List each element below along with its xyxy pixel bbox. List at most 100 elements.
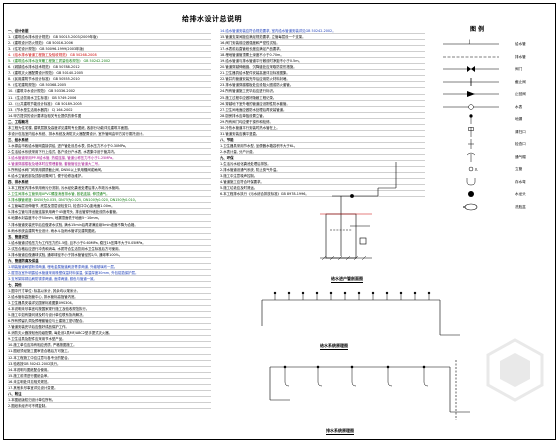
note-text: 9.《住宅建筑规范》 GB 50368-2005 xyxy=(8,83,67,88)
note-text: 3.《住宅设计规范》 GB 50096-1999(2003年版) xyxy=(8,47,85,52)
supply-system-caption: 给水系统原理图 xyxy=(320,343,348,350)
section-heading: 九、环保 xyxy=(220,155,425,162)
line-J-icon: J xyxy=(443,39,499,45)
note-text: 3.卫生器具安装详见国家标准图集09S304。 xyxy=(8,301,76,306)
note-text: 12.本工程施工中应注意与各专业的配合。 xyxy=(8,355,72,360)
note-line: 1.明装管道刷银粉漆两道, 埋地金属管道刷沥青漆两道, 外缠玻璃布一层。 xyxy=(8,264,211,270)
note-text: 2.《建筑设计防火规范》 GB 50016-2006 xyxy=(8,41,73,46)
inspect-icon xyxy=(468,139,474,149)
legend-item: 截止阀 xyxy=(437,76,547,89)
note-line: 28.厨房排水应单独设置立管。 xyxy=(220,113,425,119)
section-heading: 六、管道防腐及保温 xyxy=(8,258,211,264)
note-line: 15.管道支架间距应满足规范要求, 立管每层设一个支架。 xyxy=(220,34,425,41)
note-line: 4.管道穿越楼板及墙体时应预埋套管, 套管管径比管道大二号。 xyxy=(8,161,211,168)
note-line: 3.卫生器具安装详见国家标准图集09S304。 xyxy=(8,300,211,307)
legend-label: 水龙头 xyxy=(515,192,526,196)
drain-branch xyxy=(351,367,357,387)
legend-item: 检查口 xyxy=(437,138,547,151)
note-line: 5.所有给水阀门均采用铜质截止阀, DN50以上采用蝶阀或闸阀。 xyxy=(8,167,211,174)
note-text: 11.图纸须经施工图审查合格后方可施工。 xyxy=(8,349,72,354)
drain-icon xyxy=(422,365,426,369)
note-text: 三、给水系统 xyxy=(8,137,29,142)
drain-branch xyxy=(423,367,429,387)
drainage-system-caption: 排水系统原理图 xyxy=(326,428,354,435)
note-text: 6.地漏水封高度不小于50mm, 地漏顶面低于地面5~10mm。 xyxy=(8,216,102,221)
tap-icon xyxy=(399,291,403,295)
tap-icon xyxy=(371,291,375,295)
legend-item: 阀门 xyxy=(437,63,547,76)
tap-icon xyxy=(273,291,277,295)
watermark-logo xyxy=(486,338,544,402)
note-line: 4.管道施工应符合环保要求。 xyxy=(220,179,425,186)
note-text: 1.给水管道试验压力为工作压力的1.5倍, 且不小于0.60MPa, 稳压1h压… xyxy=(8,240,146,245)
note-text: 3.支吊架除锈后刷防锈漆两道, 面漆两道, 颜色与管道一致。 xyxy=(8,276,97,281)
note-text: 21.卫生器具给水配件安装高度详见标准图集。 xyxy=(220,71,290,76)
note-line: 6.地漏水封高度不小于50mm, 地漏顶面低于地面5~10mm。 xyxy=(8,215,211,222)
note-line: 7.《建筑灭火器配置设计规范》 GB 50140-2005 xyxy=(8,70,211,77)
note-text: 9.卫生洁具及配件应采用节水型产品。 xyxy=(8,337,66,342)
note-text: 15.管道支架间距应满足规范要求, 立管每层设一个支架。 xyxy=(220,35,306,40)
check-icon xyxy=(443,91,499,97)
inlet-section-diagram xyxy=(320,162,397,259)
note-line: 6.《城镇给水排水技术规范》 GB 50788-2012 xyxy=(8,64,211,71)
trap-icon xyxy=(466,177,476,185)
note-line: 6.所有预留孔洞及预埋套管应与土建施工密切配合。 xyxy=(8,318,211,325)
note-line: 13.《节水型生活用水器具》 CJ 164-2002 xyxy=(8,107,211,113)
note-text: 7.排水管道安装完毕后应做灌水试验, 满水15min后再灌满延续5min液面不降… xyxy=(8,222,138,227)
note-line: 8.雨水系统由建筑专业设计, 雨水斗及雨水管详见建筑图纸。 xyxy=(8,228,211,234)
note-text: 3.施工中注意噪声控制。 xyxy=(220,174,258,179)
note-text: 19.给水管道与排水管道平行敷设时净距不小于0.5m。 xyxy=(220,59,302,64)
note-text: 1.卫生器具采用节水型, 坐便器水箱容积不大于6L。 xyxy=(220,143,298,148)
valve2-icon xyxy=(443,77,499,86)
legend-label: 洗脸盆 xyxy=(515,204,526,209)
legend-item: 通气帽 xyxy=(437,151,547,164)
note-text: 12.《公共建筑节能设计标准》 GB 50189-2005 xyxy=(8,101,82,106)
legend-label: 清扫口 xyxy=(515,129,526,134)
note-line: 6.本工程排水执行《污水综合排放标准》GB 8978-1996。 xyxy=(220,191,425,198)
note-text: 5.施工中如有疑问请及时与设计单位联系协商解决。 xyxy=(8,313,86,318)
legend-item: 水表 xyxy=(437,101,547,114)
note-text: 14.本说明与图纸配合使用。 xyxy=(8,367,51,372)
section-heading: 三、给水系统 xyxy=(8,137,211,143)
note-text: 18.埋地管道管顶覆土深度不小于0.70m。 xyxy=(220,53,284,58)
note-text: 1.本图纸版权归设计单位所有。 xyxy=(8,397,56,402)
note-line: 20.管道穿越伸缩缝、沉降缝处应采取防变形措施。 xyxy=(220,64,425,71)
legend-label: 通气帽 xyxy=(515,154,526,159)
note-text: 3.排水管道应做通球试验, 通球球径不小于排水管管径的2/3, 通球率100%。 xyxy=(8,252,123,257)
drain-icon xyxy=(350,365,354,369)
note-text: 16.阀门安装前应做强度和严密性试验。 xyxy=(220,41,280,46)
tap-icon xyxy=(287,291,291,295)
note-line: 10.施工单位应持有相应资质, 严格按图施工。 xyxy=(8,342,211,349)
note-line: 2.排水管道设通气系统, 防止臭气外溢。 xyxy=(220,167,425,174)
note-line: 2.生活给水系统采用下行上给式, 各户设分户水表, 水表集中设于管井内。 xyxy=(8,149,211,156)
valve-icon xyxy=(443,66,499,72)
note-text: 17.其他未尽事宜详见设计变更。 xyxy=(8,385,58,390)
drain-branch xyxy=(387,367,393,387)
note-line: 27.卫生间地面应做防水处理后再安装管道。 xyxy=(220,107,425,113)
section-heading: 一、设计依据 xyxy=(8,28,211,35)
note-line: 1.本工程室内排水采用雨污分流制, 污水经化粪池处理后排入市政污水管网。 xyxy=(8,185,211,192)
note-text: 八、附注 xyxy=(8,391,22,396)
tap-icon xyxy=(301,291,305,295)
note-line: 8.《民用建筑节水设计标准》 GB 50555-2010 xyxy=(8,76,211,83)
note-line: 2.图纸未经许可不得复制。 xyxy=(8,403,211,409)
note-text: 2.图纸未经许可不得复制。 xyxy=(8,403,49,408)
note-line: 7.管道安装完毕后应做好成品保护工作。 xyxy=(8,324,211,331)
note-line: 26.穿越地下室外墙的管道应设刚性防水套管。 xyxy=(220,101,425,107)
document-title: 给排水设计总说明 xyxy=(182,15,242,23)
note-line: 11.图纸须经施工图审查合格后方可施工。 xyxy=(8,348,211,355)
note-text: 本工程为住宅楼, 建筑层数及高度详见建筑专业图纸, 各部分功能详见建筑平面图。 xyxy=(8,125,131,130)
tap-icon xyxy=(385,291,389,295)
note-text: 4.立管每层设伸缩节, 底层及顶层设检查口, 检查口中心距地面1.00m。 xyxy=(8,204,115,209)
note-line: 15.施工前须进行图纸会审。 xyxy=(8,373,211,379)
section-heading: 八、附注 xyxy=(8,391,211,397)
drawing-frame xyxy=(3,3,556,440)
note-text: 6.所有预留孔洞及预埋套管应与土建施工密切配合。 xyxy=(8,319,86,324)
note-line: 19.给水管道与排水管道平行敷设时净距不小于0.5m。 xyxy=(220,58,425,65)
note-line: 17.水表前后直管段长度应满足产品要求。 xyxy=(220,46,425,53)
note-text: 3.给水管道采用PP-R给水管, 热熔连接, 管道公称压力不小于1.25MPa。 xyxy=(8,155,116,160)
note-text: 1.《建筑给水排水设计规范》 GB 50015-2003(2009年版) xyxy=(8,35,98,40)
legend-item: 地漏 xyxy=(437,113,547,126)
section-heading: 四、排水系统 xyxy=(8,179,211,186)
